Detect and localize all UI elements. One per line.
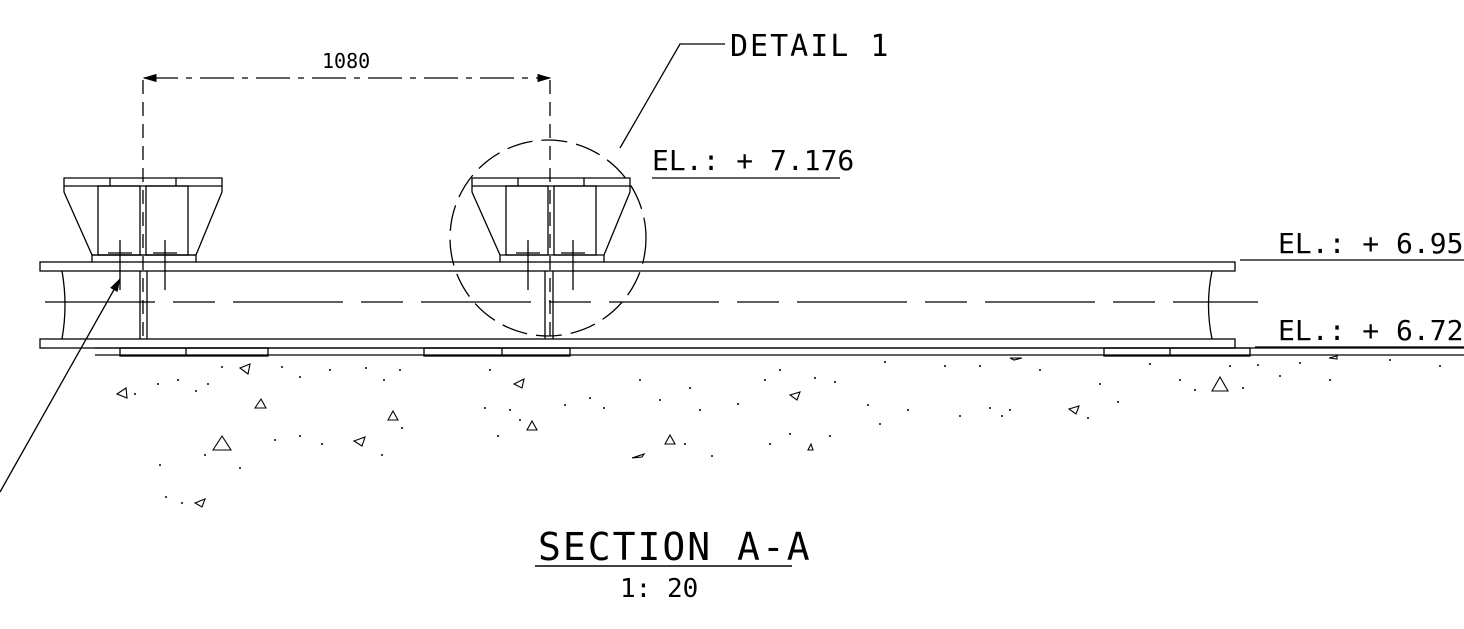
dimension-label: 1080 <box>322 49 370 73</box>
elevation-top-label: EL.: + 7.176 <box>652 144 854 177</box>
elevation-mid-label: EL.: + 6.954 <box>1278 227 1464 260</box>
section-title-block: SECTION A-A 1: 20 <box>535 525 812 604</box>
section-title: SECTION A-A <box>538 525 812 569</box>
beam-top-flange <box>39 261 1236 272</box>
beam-end-right <box>1207 270 1213 340</box>
detail-label: DETAIL 1 <box>730 29 891 64</box>
detail-leader <box>619 43 725 149</box>
beam-end-left <box>61 270 66 340</box>
support-bracket-left <box>63 177 223 290</box>
concrete-hatch <box>115 355 1338 508</box>
section-scale: 1: 20 <box>620 574 698 604</box>
elevation-mid: EL.: + 6.954 <box>1240 227 1464 261</box>
bolt-leader-arrow <box>0 277 121 493</box>
elevation-low-label: EL.: + 6.725 <box>1278 314 1464 347</box>
base-plates <box>95 347 1464 357</box>
detail-callout <box>449 43 725 337</box>
detail-circle <box>449 139 647 337</box>
dimension-1080 <box>142 73 552 340</box>
elevation-low: EL.: + 6.725 <box>1255 314 1464 348</box>
elevation-top: EL.: + 7.176 <box>652 144 854 179</box>
steel-beam <box>39 261 1258 349</box>
support-bracket-middle <box>471 177 631 290</box>
beam-bottom-flange <box>39 338 1236 349</box>
concrete-dots <box>134 359 1441 504</box>
